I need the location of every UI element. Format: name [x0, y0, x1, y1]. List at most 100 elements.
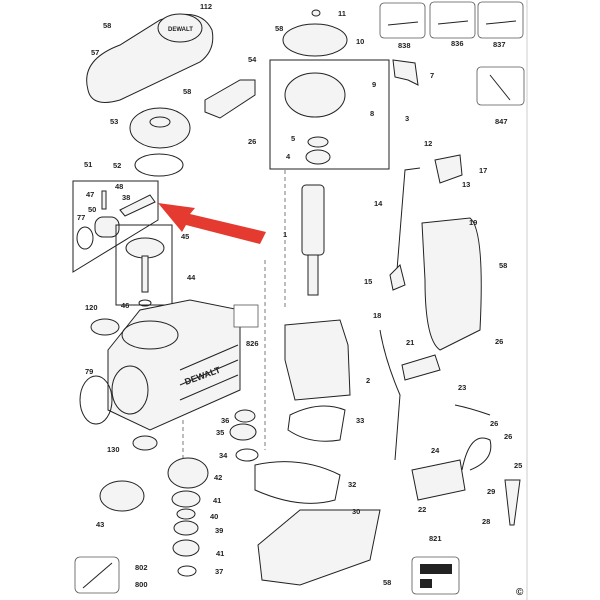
baffle-33[interactable] [287, 405, 346, 442]
part-label: 112 [200, 2, 212, 11]
part-label: 42 [214, 473, 222, 482]
label-821[interactable] [411, 556, 460, 595]
part-label: 26 [504, 432, 512, 441]
part-label: 23 [458, 383, 466, 392]
part-label: 47 [86, 190, 94, 199]
rod-14[interactable] [396, 167, 421, 271]
part-label: 38 [122, 193, 130, 202]
part-label: 821 [429, 534, 442, 543]
kit-847[interactable] [476, 66, 525, 106]
part-label: 30 [352, 507, 360, 516]
switch-21[interactable] [401, 354, 441, 381]
part-label: 17 [479, 166, 487, 175]
grease-tool-box[interactable] [74, 556, 120, 594]
part-label: 19 [469, 218, 477, 227]
part-label: 52 [113, 161, 121, 170]
part-label: 35 [216, 428, 224, 437]
part-label: 53 [110, 117, 118, 126]
field-2[interactable] [284, 319, 351, 401]
part-label: 44 [187, 273, 196, 282]
switch-22[interactable] [411, 459, 466, 501]
base-30[interactable] [257, 509, 381, 586]
part-label: 5 [291, 134, 295, 143]
o-ring-77[interactable] [76, 226, 94, 250]
part-label: 838 [398, 41, 411, 50]
crank-box [115, 224, 173, 306]
part-label: 26 [490, 419, 498, 428]
part-label: 836 [451, 39, 464, 48]
top-cover-part[interactable]: DEWALT [86, 13, 214, 103]
cable-18[interactable] [379, 329, 401, 461]
part-label: 25 [514, 461, 522, 470]
o-ring-79[interactable] [79, 375, 113, 425]
pin-47[interactable] [101, 190, 107, 210]
part-label: 15 [364, 277, 372, 286]
part-label: 36 [221, 416, 229, 425]
part-label: 34 [219, 451, 228, 460]
label-826[interactable] [233, 304, 259, 328]
gear-42[interactable] [167, 457, 209, 489]
part-label: 41 [213, 496, 221, 505]
brush-holder-box [269, 59, 390, 170]
gear-43[interactable] [99, 480, 145, 512]
gasket-32[interactable] [254, 461, 341, 504]
part-label: 37 [215, 567, 223, 576]
part-label: 24 [431, 446, 440, 455]
bracket-54[interactable] [204, 79, 256, 119]
gear-cover-part[interactable] [129, 107, 191, 149]
part-label: 77 [77, 213, 85, 222]
part-label: 18 [373, 311, 381, 320]
part-label: 57 [91, 48, 99, 57]
part-label: 54 [248, 55, 257, 64]
part-label: 32 [348, 480, 356, 489]
part-label: 40 [210, 512, 218, 521]
bearing-130[interactable] [132, 435, 158, 451]
part-label: 21 [406, 338, 414, 347]
wires-29[interactable] [461, 437, 492, 471]
part-label: 11 [338, 9, 346, 18]
part-label: 847 [495, 117, 508, 126]
wire-23[interactable] [454, 404, 491, 416]
o-ring-52[interactable] [134, 153, 184, 177]
sleeve-28[interactable] [504, 479, 521, 526]
part-label: 51 [84, 160, 92, 169]
part-label: 58 [275, 24, 283, 33]
kit-836[interactable] [429, 1, 476, 39]
gear-housing-44[interactable]: DEWALT [107, 299, 241, 431]
part-label: 79 [85, 367, 93, 376]
part-label: 48 [115, 182, 123, 191]
part-label: 26 [495, 337, 503, 346]
part-label: 1 [283, 230, 287, 239]
conrod-38[interactable] [119, 194, 156, 217]
clip-7[interactable] [392, 59, 419, 86]
piston-50[interactable] [94, 216, 120, 238]
piston-kit-box [72, 180, 159, 273]
armature-1[interactable] [301, 184, 325, 296]
lever-13[interactable] [434, 154, 463, 184]
part-labels: 112 58 57 58 54 53 26 52 51 48 47 38 50 … [77, 2, 524, 598]
bearing-120[interactable] [90, 318, 120, 336]
part-label: 39 [215, 526, 223, 535]
part-label: 58 [383, 578, 391, 587]
part-label: 837 [493, 40, 506, 49]
part-label: 800 [135, 580, 148, 589]
brush-holder-3[interactable] [284, 72, 346, 118]
kit-838[interactable] [379, 2, 426, 39]
part-label: 7 [430, 71, 434, 80]
copyright-mark: © [516, 587, 524, 598]
crank-45[interactable] [125, 237, 165, 259]
part-label: 28 [482, 517, 490, 526]
part-label: 50 [88, 205, 96, 214]
part-label: 13 [462, 180, 470, 189]
part-label: 12 [424, 139, 432, 148]
kit-837[interactable] [477, 1, 524, 39]
fan-10[interactable] [282, 23, 348, 57]
highlight-arrow [158, 203, 266, 244]
part-label: 58 [103, 21, 111, 30]
handle-19[interactable] [421, 217, 482, 351]
part-label: 9 [372, 80, 376, 89]
part-label: 43 [96, 520, 104, 529]
part-label: 802 [135, 563, 148, 572]
brand-logo: DEWALT [168, 27, 193, 33]
